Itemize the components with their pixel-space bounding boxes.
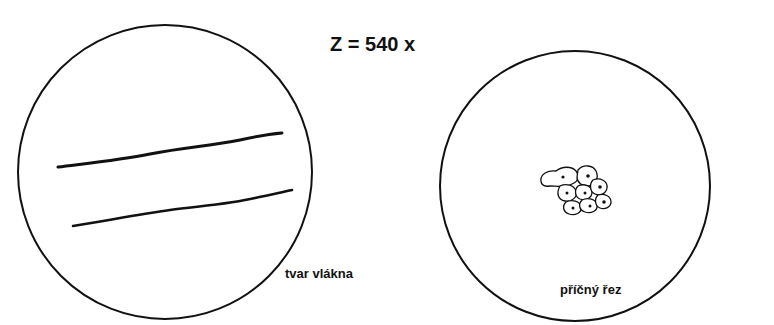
fiber: [58, 133, 282, 167]
fiber: [73, 190, 292, 226]
field-circle: [439, 50, 711, 322]
magnification-label: Z = 540 x: [330, 33, 415, 56]
field-circle: [17, 24, 313, 320]
microscope-field: tvar vlákna: [17, 24, 313, 320]
field-caption: tvar vlákna: [285, 266, 353, 281]
microscope-field: příčný řez: [439, 50, 711, 322]
cell-nuclei: [561, 174, 605, 209]
cell-cluster: [541, 166, 611, 215]
field-caption: příčný řez: [560, 282, 621, 297]
